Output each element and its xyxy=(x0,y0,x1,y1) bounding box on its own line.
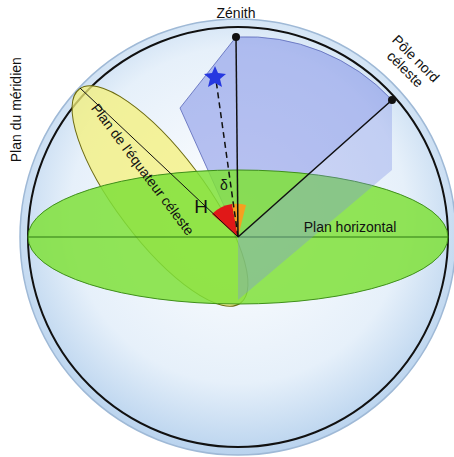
pole-point xyxy=(388,96,396,104)
hour-angle-label: H xyxy=(194,197,208,218)
meridian-circle xyxy=(28,27,448,447)
pole-axis xyxy=(238,100,392,237)
celestial-sphere xyxy=(20,19,454,455)
star-direction xyxy=(216,80,238,237)
horizontal-label: Plan horizontal xyxy=(304,220,397,235)
star-symbol xyxy=(204,66,226,87)
zenith-line xyxy=(236,37,238,237)
meridian-plane-front xyxy=(238,100,392,300)
declination-label: δ xyxy=(220,178,228,193)
zenith-label: Zénith xyxy=(217,6,256,21)
meridian-label: Plan du méridien xyxy=(9,57,24,162)
zenith-point xyxy=(232,33,240,41)
